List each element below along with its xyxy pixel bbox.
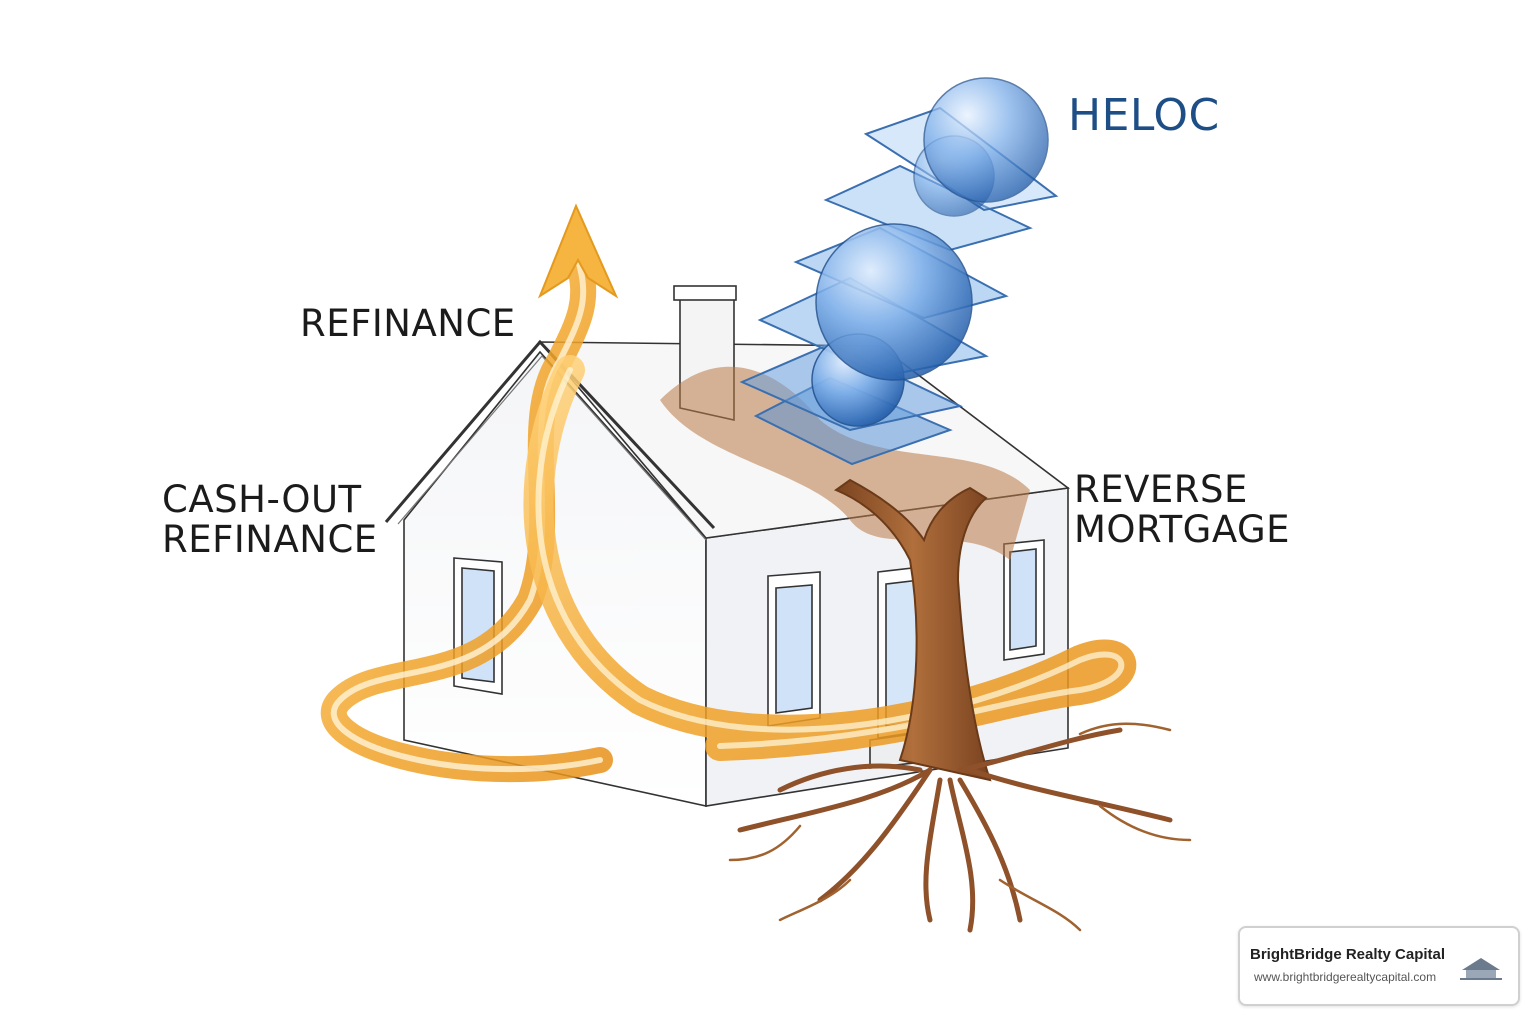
refinance-label: REFINANCE [300,302,516,345]
tree [728,478,1192,933]
company-website: www.brightbridgerealtycapital.com [1254,970,1437,984]
heloc-label: HELOC [1068,90,1220,141]
cash-out-line2: REFINANCE [162,517,378,561]
glass-sphere [923,77,1049,203]
window [1003,539,1045,661]
tree-roots [737,727,1173,933]
arrow-up-icon [537,203,619,299]
tree-trunk [833,478,992,782]
company-name: BrightBridge Realty Capital [1250,946,1446,963]
reverse-mortgage-label: REVERSE MORTGAGE [1074,470,1290,550]
window [767,571,821,727]
company-logo-icon [1460,958,1502,980]
brand-badge: BrightBridge Realty Capital www.brightbr… [1238,926,1520,1006]
cash-out-refinance-label: CASH-OUT REFINANCE [162,480,378,560]
glass-sphere [815,223,973,381]
reverse-line2: MORTGAGE [1074,507,1291,551]
cash-out-line1: CASH-OUT [162,478,362,521]
heloc-spheres [811,77,1049,427]
reverse-line1: REVERSE [1074,468,1248,511]
cash-out-flow [320,247,1137,783]
